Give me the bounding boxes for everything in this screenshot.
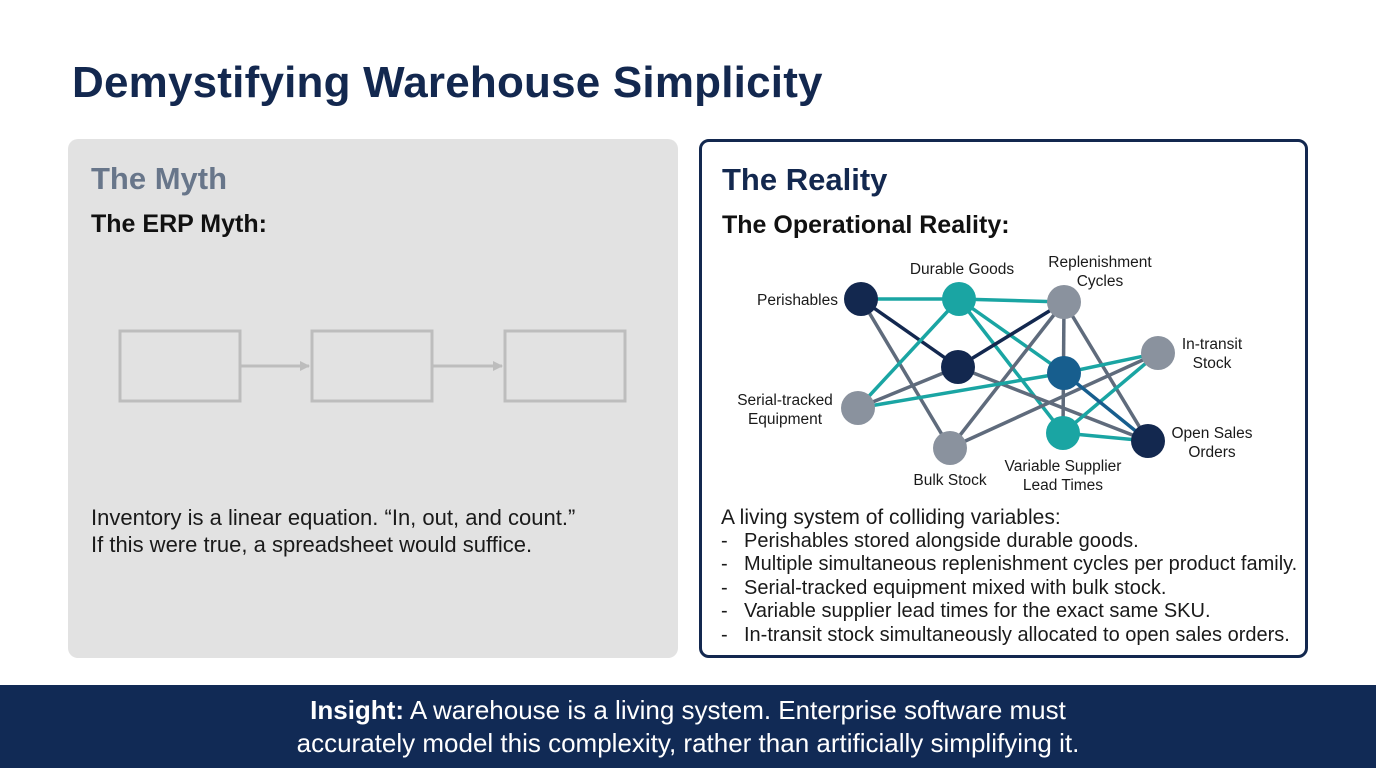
reality-lead: A living system of colliding variables:	[721, 506, 1061, 529]
flow-box-1	[118, 329, 242, 403]
reality-heading: The Reality	[722, 162, 888, 197]
network-label-line: Replenishment	[1048, 254, 1152, 271]
network-node-perishables	[844, 282, 878, 316]
network-label-line: Orders	[1188, 444, 1236, 461]
network-edge	[856, 297, 961, 410]
network-edge	[859, 298, 952, 449]
network-edge	[957, 297, 1065, 435]
network-edge	[857, 365, 959, 410]
myth-line-1: Inventory is a linear equation. “In, out…	[91, 505, 576, 530]
network-node-variable	[1046, 416, 1080, 450]
network-node-durable	[942, 282, 976, 316]
reality-text: A living system of colliding variables: …	[721, 506, 1297, 647]
bullet-text: Perishables stored alongside durable goo…	[744, 529, 1139, 552]
bullet-item: -Multiple simultaneous replenishment cyc…	[721, 553, 1298, 575]
network-label-line: Serial-tracked	[737, 392, 833, 409]
network-label-line: Durable Goods	[910, 261, 1015, 278]
flow-box-2	[310, 329, 434, 403]
page-title: Demystifying Warehouse Simplicity	[72, 58, 823, 107]
myth-line-2: If this were true, a spreadsheet would s…	[91, 532, 533, 557]
network-node-mid	[1047, 356, 1081, 390]
network-node-center	[941, 350, 975, 384]
myth-text: Inventory is a linear equation. “In, out…	[91, 504, 575, 558]
network-edge	[948, 300, 1066, 450]
network-edge	[949, 351, 1159, 450]
bullet-item: -Serial-tracked equipment mixed with bul…	[721, 576, 1167, 599]
linear-flow-diagram	[118, 329, 627, 403]
network-label-line: Equipment	[748, 411, 823, 428]
network-edge	[1062, 301, 1150, 442]
network-edge	[1062, 371, 1150, 443]
network-edge	[859, 297, 960, 369]
bullet-item: -Variable supplier lead times for the ex…	[721, 600, 1211, 622]
bullet-item: -In-transit stock simultaneously allocat…	[721, 623, 1290, 646]
bullet-item: -Perishables stored alongside durable go…	[721, 529, 1139, 552]
network-label-perishables: Perishables	[757, 292, 838, 309]
network-edge	[958, 297, 1065, 304]
network-edge	[957, 365, 1149, 443]
network-node-intransit	[1141, 336, 1175, 370]
network-node-replenishment	[1047, 285, 1081, 319]
myth-panel: The Myth The ERP Myth: Inventory is a li…	[68, 139, 678, 658]
network-label-line: Variable Supplier	[1005, 458, 1122, 475]
network-label-durable: Durable Goods	[910, 261, 1015, 278]
bullet-text: In-transit stock simultaneously allocate…	[744, 623, 1290, 646]
reality-subheading: The Operational Reality:	[722, 211, 1010, 239]
network-node-opensales	[1131, 424, 1165, 458]
network-edge	[1061, 351, 1160, 435]
network-label-line: Bulk Stock	[913, 472, 986, 489]
network-edge	[857, 371, 1065, 410]
network-label-line: Cycles	[1077, 273, 1124, 290]
reality-panel: The Reality The Operational Reality: Per…	[699, 139, 1308, 658]
bullet-text: Serial-tracked equipment mixed with bulk…	[744, 576, 1167, 599]
bullet-text: Multiple simultaneous replenishment cycl…	[744, 553, 1298, 575]
insight-label: Insight:	[310, 694, 405, 725]
network-edge	[957, 300, 1065, 369]
network-node-bulk	[933, 431, 967, 465]
insight-line-2: accurately model this complexity, rather…	[296, 727, 1080, 758]
network-label-line: Perishables	[757, 292, 838, 309]
flow-box-3	[503, 329, 627, 403]
insight-line-1: Insight: A warehouse is a living system.…	[310, 694, 1066, 727]
myth-subheading: The ERP Myth:	[91, 210, 267, 238]
network-label-line: In-transit	[1182, 336, 1243, 353]
insight-banner: Insight: A warehouse is a living system.…	[0, 685, 1376, 768]
network-label-line: Stock	[1193, 355, 1232, 372]
insight-text-1: A warehouse is a living system. Enterpri…	[409, 694, 1066, 725]
network-label-line: Lead Times	[1023, 477, 1103, 494]
network-node-serial	[841, 391, 875, 425]
network-label-line: Open Sales	[1172, 425, 1253, 442]
myth-heading: The Myth	[91, 161, 228, 196]
network-label-bulk: Bulk Stock	[913, 472, 986, 489]
bullet-text: Variable supplier lead times for the exa…	[744, 600, 1211, 622]
